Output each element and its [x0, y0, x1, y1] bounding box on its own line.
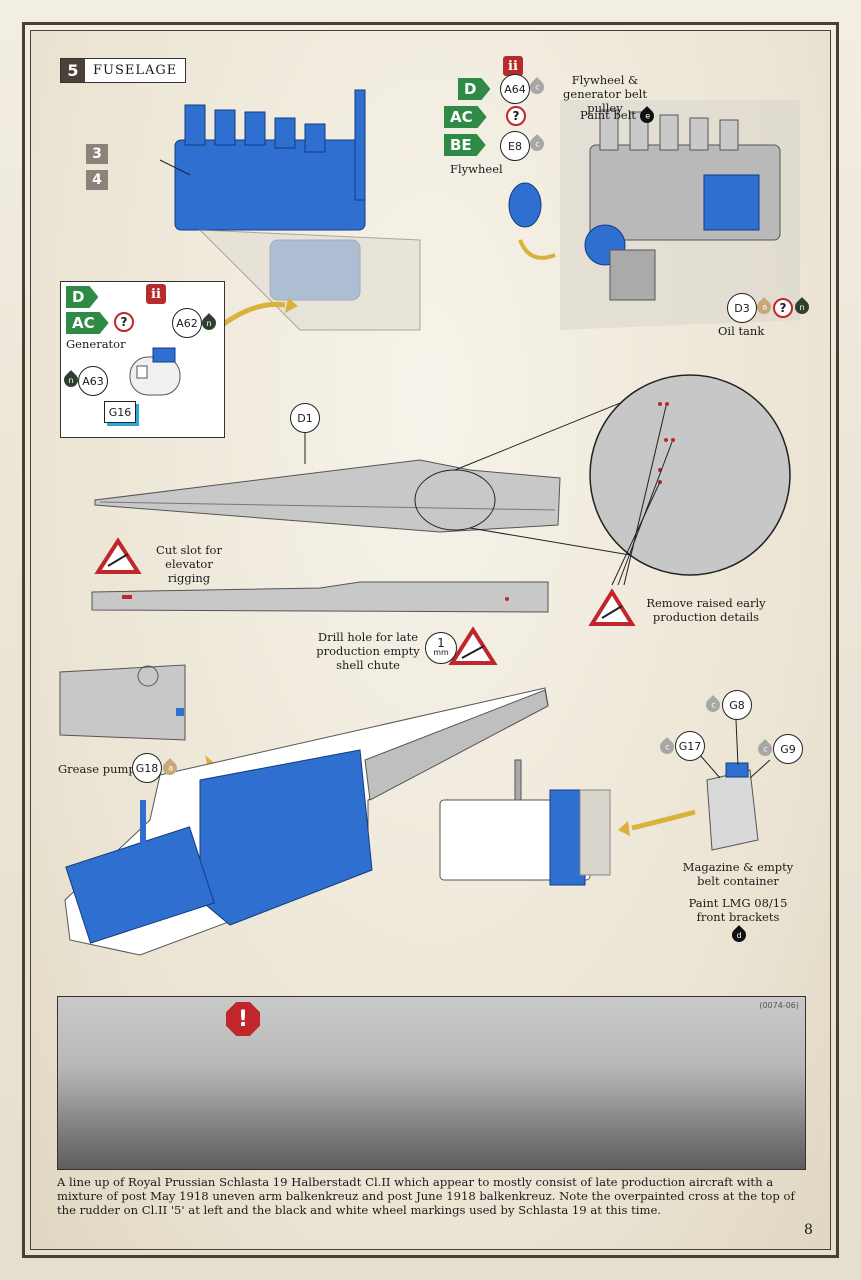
- photo-reference: (0074-06): [759, 1001, 799, 1010]
- part-G18: G18: [132, 753, 162, 783]
- drill-size-badge: 1 mm: [425, 632, 457, 664]
- fuselage-side-illustration: [94, 374, 791, 586]
- version-tag-ac: AC: [66, 312, 109, 334]
- part-E8: E8: [500, 131, 530, 161]
- photo-caption: A line up of Royal Prussian Schlasta 19 …: [57, 1175, 795, 1217]
- substep-4: 4: [86, 170, 108, 190]
- step-title: FUSELAGE: [93, 63, 178, 78]
- flywheel-pulley-label: Flywheel & generator belt pulley: [563, 73, 647, 115]
- drill-unit: mm: [433, 648, 449, 657]
- version-tag-d: D: [458, 78, 490, 100]
- ii-marker: ii: [503, 56, 523, 76]
- drill-warning-triangle: [448, 626, 498, 665]
- part-D3: D3: [727, 293, 757, 323]
- part-G9: G9: [773, 734, 803, 764]
- part-G8: G8: [722, 690, 752, 720]
- version-tag-ac: AC: [444, 106, 487, 128]
- generator-label: Generator: [66, 337, 126, 351]
- paint-belt-label: Paint belt: [580, 108, 636, 122]
- part-A64: A64: [500, 74, 530, 104]
- question-marker: ?: [773, 298, 793, 318]
- question-marker: ?: [506, 106, 526, 126]
- page-border-outer: [22, 22, 839, 1258]
- flywheel-label: Flywheel: [450, 162, 503, 176]
- engine-blue-illustration: [159, 89, 421, 331]
- part-G16: G16: [104, 401, 136, 423]
- part-G17: G17: [675, 731, 705, 761]
- page-number: 8: [804, 1222, 813, 1238]
- fuselage-interior-illustration: [91, 581, 549, 613]
- ii-marker: ii: [146, 284, 166, 304]
- paint-lmg-label: Paint LMG 08/15 front brackets: [688, 896, 788, 924]
- magazine-illustration: [699, 719, 771, 851]
- drill-size: 1: [437, 636, 445, 650]
- historical-photo: (0074-06): [57, 996, 806, 1170]
- generator-illustration: [129, 347, 181, 396]
- oil-tank-label: Oil tank: [718, 324, 765, 338]
- version-tag-d: D: [66, 286, 98, 308]
- question-marker: ?: [114, 312, 134, 332]
- grease-pump-label: Grease pump: [58, 762, 136, 776]
- step-heading: 5 FUSELAGE: [60, 58, 187, 83]
- fuselage-half-illustration: [59, 664, 186, 741]
- remove-warning-triangle: [588, 588, 636, 626]
- remove-details-label: Remove raised early production details: [646, 596, 766, 624]
- warning-stop-icon: !: [226, 1002, 260, 1036]
- engine-grey-illustration: [508, 100, 800, 330]
- engine-installed-illustration: [439, 759, 611, 886]
- cut-slot-label: Cut slot for elevator rigging: [156, 543, 222, 585]
- version-tag-be: BE: [444, 134, 486, 156]
- fuselage-assembly-illustration: [64, 687, 549, 956]
- part-A62: A62: [172, 308, 202, 338]
- magazine-label: Magazine & empty belt container: [682, 860, 794, 888]
- part-D1: D1: [290, 403, 320, 433]
- drill-hole-label: Drill hole for late production empty she…: [316, 630, 420, 672]
- step-number: 5: [61, 59, 85, 82]
- cut-warning-triangle: [94, 537, 142, 574]
- page-border-inner: [30, 30, 831, 1250]
- part-A63: A63: [78, 366, 108, 396]
- substep-3: 3: [86, 144, 108, 164]
